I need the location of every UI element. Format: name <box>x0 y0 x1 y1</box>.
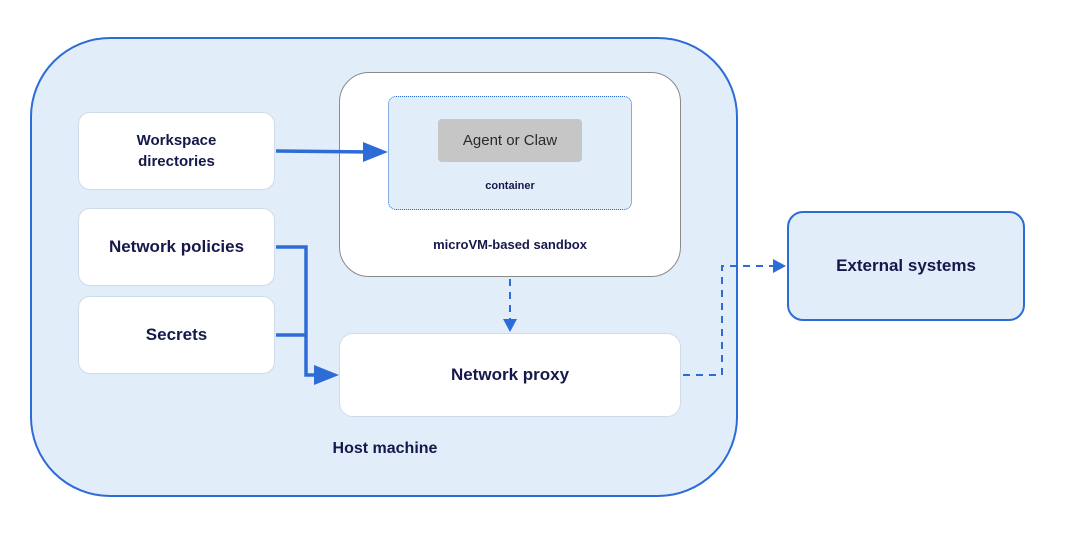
external-systems-node: External systems <box>787 211 1025 321</box>
policies-to-proxy-arrow <box>276 245 322 377</box>
network-proxy-label: Network proxy <box>450 365 570 384</box>
network-policies-label: Network policies <box>108 237 245 256</box>
external-systems-label: External systems <box>836 256 976 275</box>
microvm-sandbox-label: microVM-based sandbox <box>433 237 587 252</box>
workspace-directories-node: Workspace directories <box>78 112 275 190</box>
container-label: container <box>485 180 535 192</box>
workspace-to-container-arrow <box>275 149 373 154</box>
proxy-to-external-arrow <box>683 265 774 376</box>
network-policies-node: Network policies <box>78 208 275 286</box>
sandbox-arrowhead <box>503 319 517 332</box>
host-machine-label: Host machine <box>332 440 438 457</box>
secrets-label: Secrets <box>145 325 208 344</box>
secrets-node: Secrets <box>78 296 275 374</box>
network-proxy-node: Network proxy <box>339 333 681 417</box>
external-arrowhead <box>773 259 786 273</box>
workspace-directories-label: Workspace directories <box>136 132 217 170</box>
workspace-arrowhead <box>363 142 388 162</box>
agent-node: Agent or Claw <box>438 119 582 162</box>
agent-label: Agent or Claw <box>462 132 558 149</box>
proxy-input-arrowhead <box>314 365 339 385</box>
